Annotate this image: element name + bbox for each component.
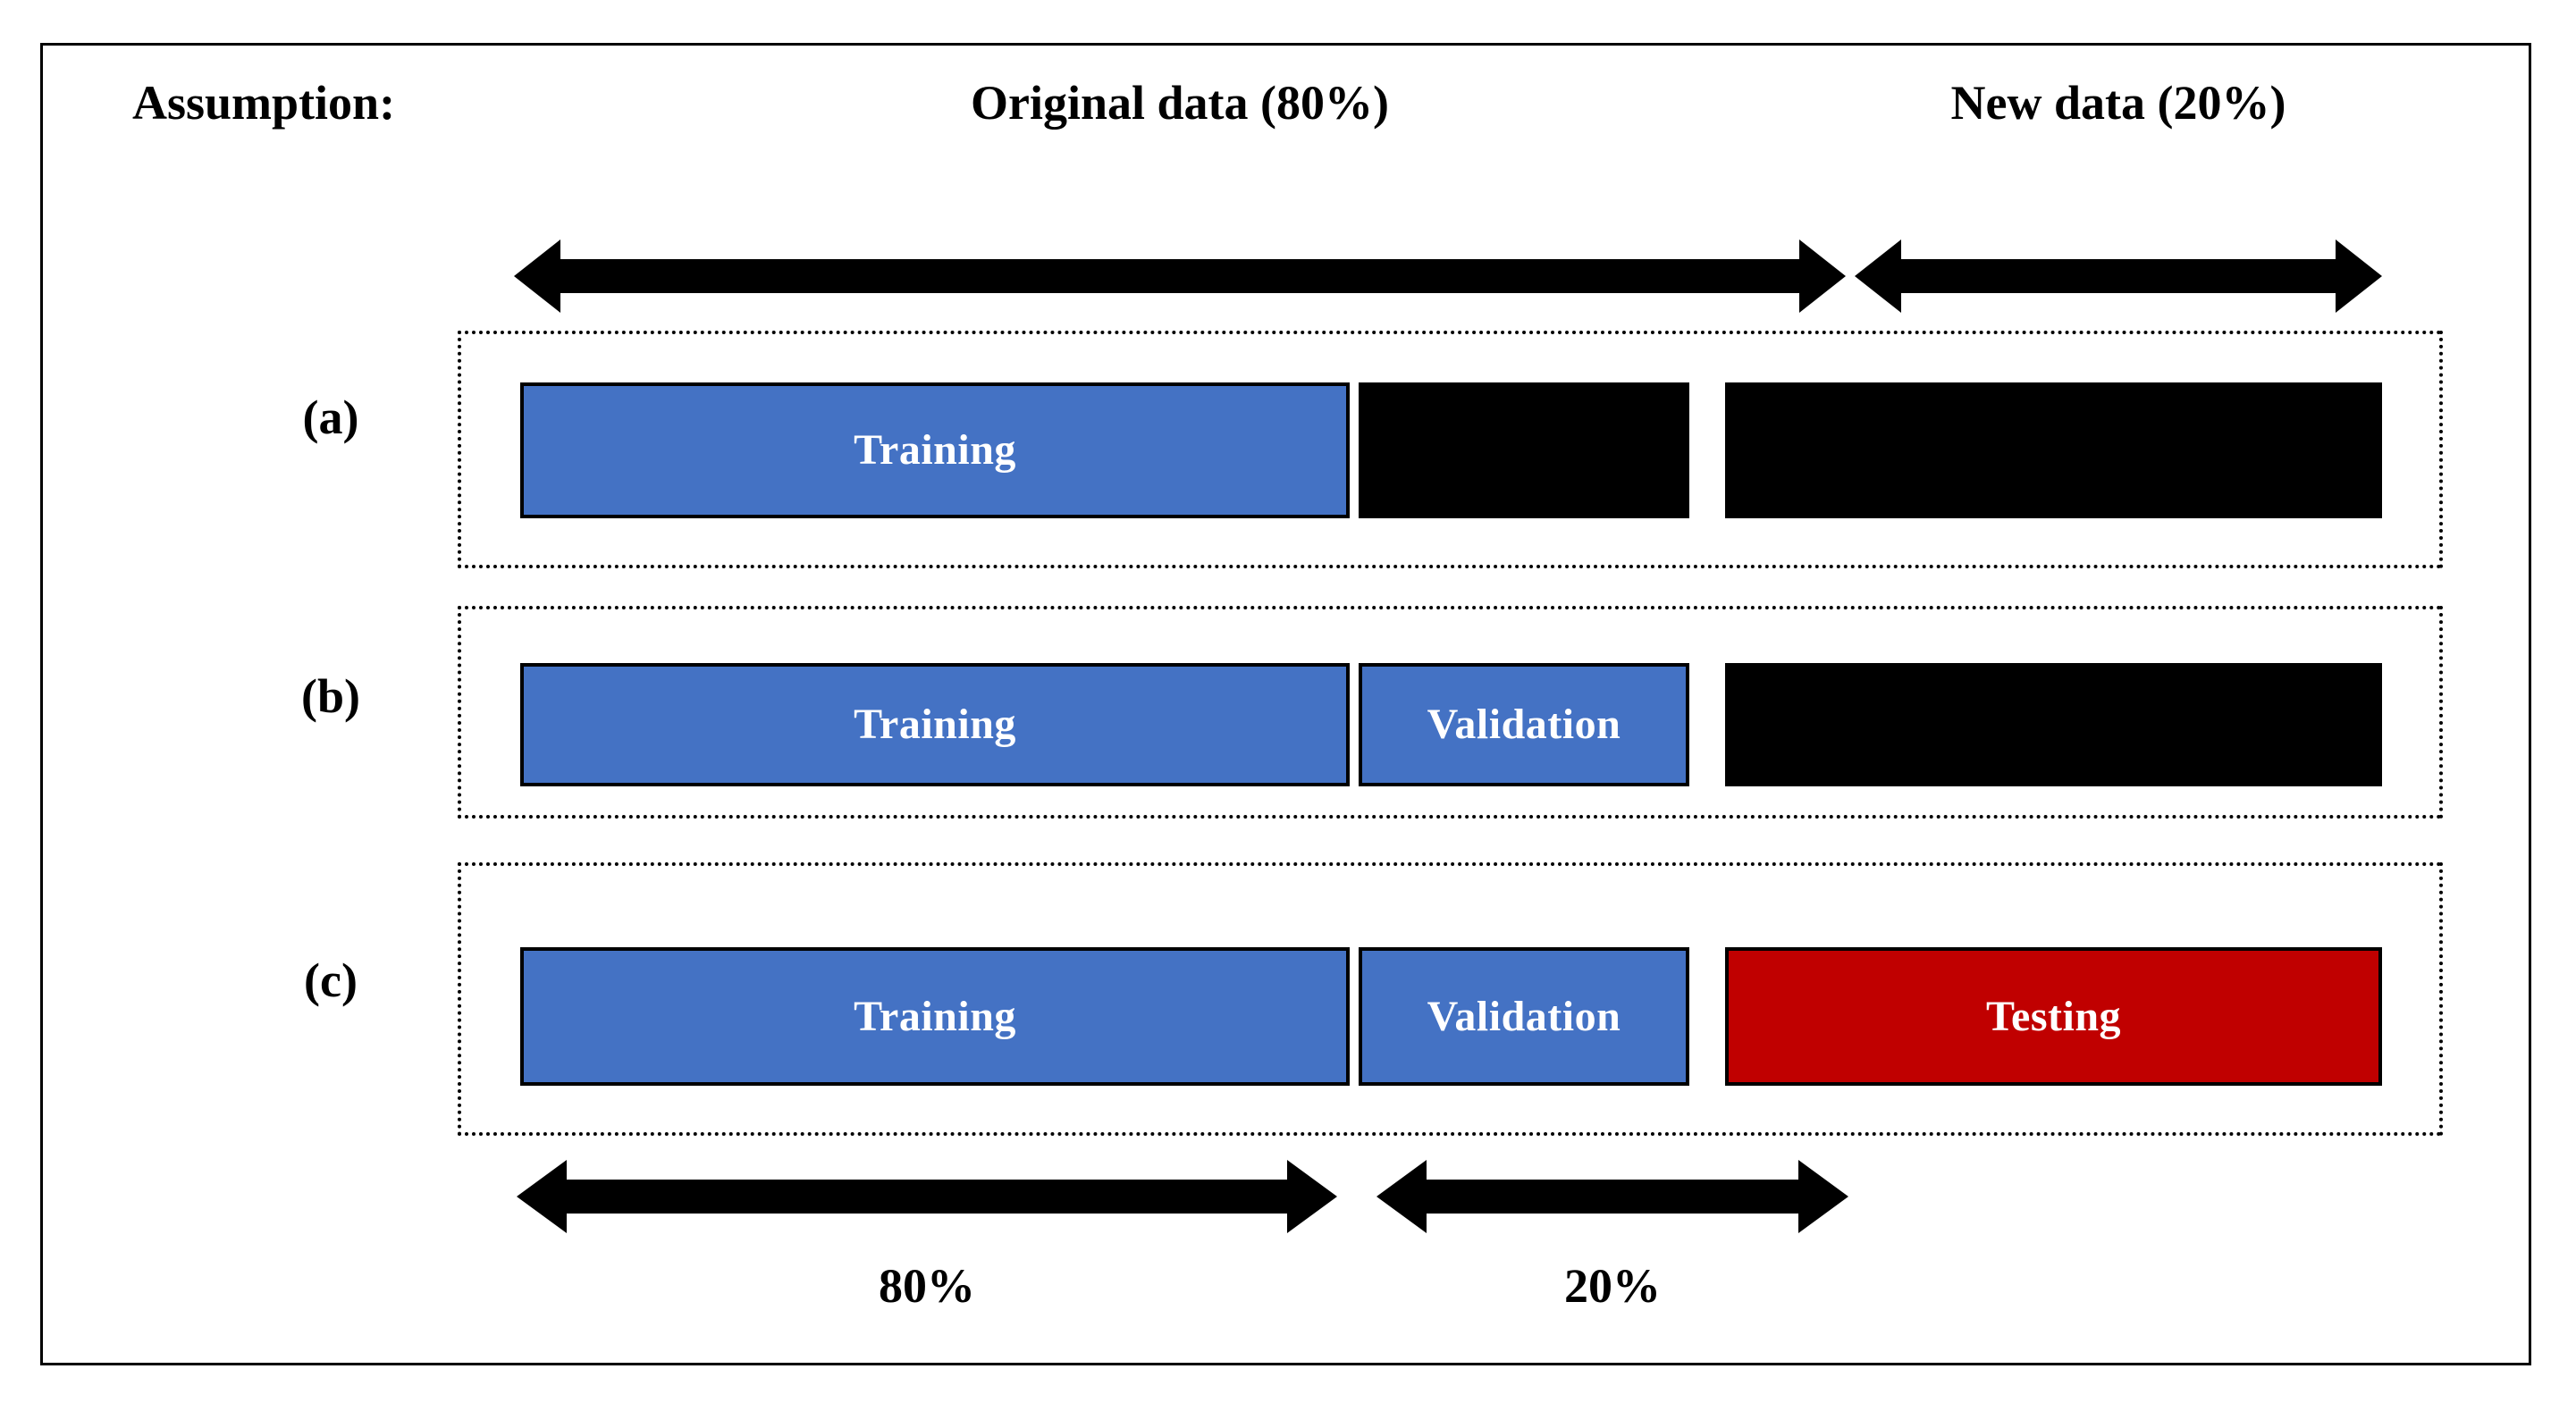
new-data-span-arrow-icon <box>1855 239 2382 313</box>
row-container-c <box>458 862 2443 1136</box>
row-a-segment-training: Training <box>520 382 1350 518</box>
assumption-label: Assumption: <box>132 76 396 130</box>
row-b-segment-training: Training <box>520 663 1350 786</box>
original-data-span-arrow-icon <box>514 239 1846 313</box>
validation-share-label: 20% <box>1564 1259 1661 1313</box>
row-label-c: (c) <box>304 953 358 1007</box>
row-b-segment-validation: Validation <box>1359 663 1689 786</box>
row-a-segment-testing <box>1725 382 2382 518</box>
row-c-segment-training: Training <box>520 947 1350 1086</box>
new-data-label: New data (20%) <box>1950 76 2286 130</box>
row-label-b: (b) <box>301 669 360 723</box>
row-label-a: (a) <box>302 391 359 444</box>
training-share-arrow-icon <box>517 1160 1337 1233</box>
row-a-segment-validation <box>1359 382 1689 518</box>
training-share-label: 80% <box>879 1259 975 1313</box>
row-container-a <box>458 331 2443 568</box>
validation-share-arrow-icon <box>1376 1160 1848 1233</box>
row-b-segment-testing <box>1725 663 2382 786</box>
original-data-label: Original data (80%) <box>971 76 1389 130</box>
row-c-segment-testing: Testing <box>1725 947 2382 1086</box>
row-c-segment-validation: Validation <box>1359 947 1689 1086</box>
row-container-b <box>458 606 2443 819</box>
